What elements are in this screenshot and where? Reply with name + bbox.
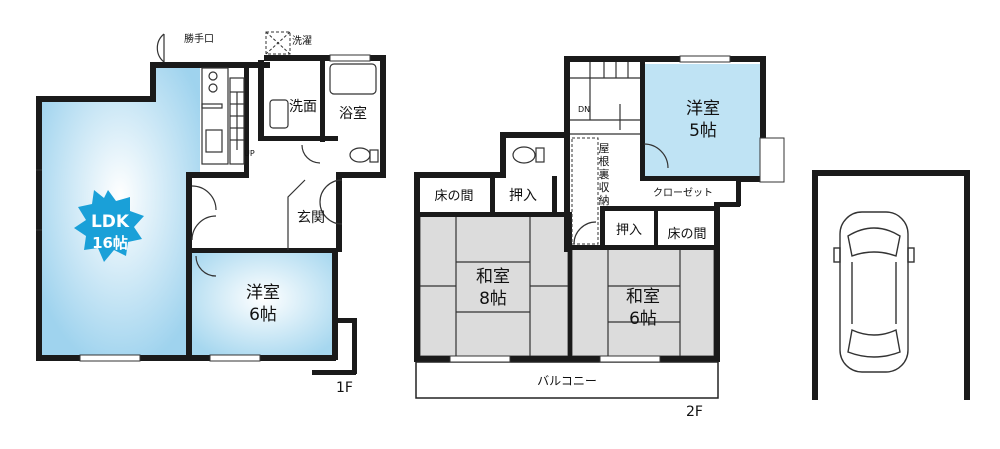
japanese-room-6-label: 和室 xyxy=(626,287,660,307)
attic-char-2: 根 xyxy=(599,154,610,168)
car-icon xyxy=(833,211,915,373)
western-room-1f-label: 洋室 xyxy=(246,283,280,303)
closet-b-label: 押入 xyxy=(616,223,642,238)
bathroom-label: 浴室 xyxy=(339,105,367,122)
closet-w-label: クローゼット xyxy=(653,187,713,199)
dn-label: DN xyxy=(578,105,590,114)
floor-2: 洋室 5帖 和室 8帖 和室 6帖 床の間 押入 押入 床の間 クローゼット 屋… xyxy=(414,55,785,420)
balcony-label: バルコニー xyxy=(537,374,597,388)
floor-2-label: 2F xyxy=(686,404,703,420)
floor-1-label: 1F xyxy=(336,380,353,396)
ldk-size: 16帖 xyxy=(92,234,128,252)
western-room-2f-size: 5帖 xyxy=(689,121,717,141)
western-room-1f xyxy=(192,252,335,355)
washroom-label: 洗面 xyxy=(289,99,317,115)
balcony xyxy=(415,361,719,399)
ldk-label: LDK xyxy=(91,212,130,232)
attic-char-5: 納 xyxy=(599,194,610,207)
attic-label: 屋 根 裏 収 納 xyxy=(599,142,610,207)
western-room-2f-label: 洋室 xyxy=(686,99,720,119)
western-room-2f xyxy=(644,64,762,176)
closet-a-label: 押入 xyxy=(509,188,537,204)
up-label: UP xyxy=(244,149,255,158)
floor-1: LDK 16帖 洋室 6帖 洗面 浴室 玄関 勝手口 洗濯 UP 1F xyxy=(36,31,386,396)
parking-space xyxy=(812,170,970,400)
japanese-room-8-label: 和室 xyxy=(476,267,510,287)
attic-char-1: 屋 xyxy=(599,142,610,155)
attic-char-3: 裏 xyxy=(599,167,610,181)
entrance-label: 玄関 xyxy=(297,209,325,226)
ldk-badge: LDK 16帖 xyxy=(74,190,144,262)
attic-char-4: 収 xyxy=(599,181,610,194)
japanese-room-8-size: 8帖 xyxy=(479,289,507,309)
alcove-b-label: 床の間 xyxy=(667,227,706,242)
western-room-1f-size: 6帖 xyxy=(249,305,277,325)
japanese-room-6-size: 6帖 xyxy=(629,309,657,329)
laundry-label: 洗濯 xyxy=(292,35,312,47)
alcove-a-label: 床の間 xyxy=(434,189,473,204)
back-door-label: 勝手口 xyxy=(184,32,214,45)
